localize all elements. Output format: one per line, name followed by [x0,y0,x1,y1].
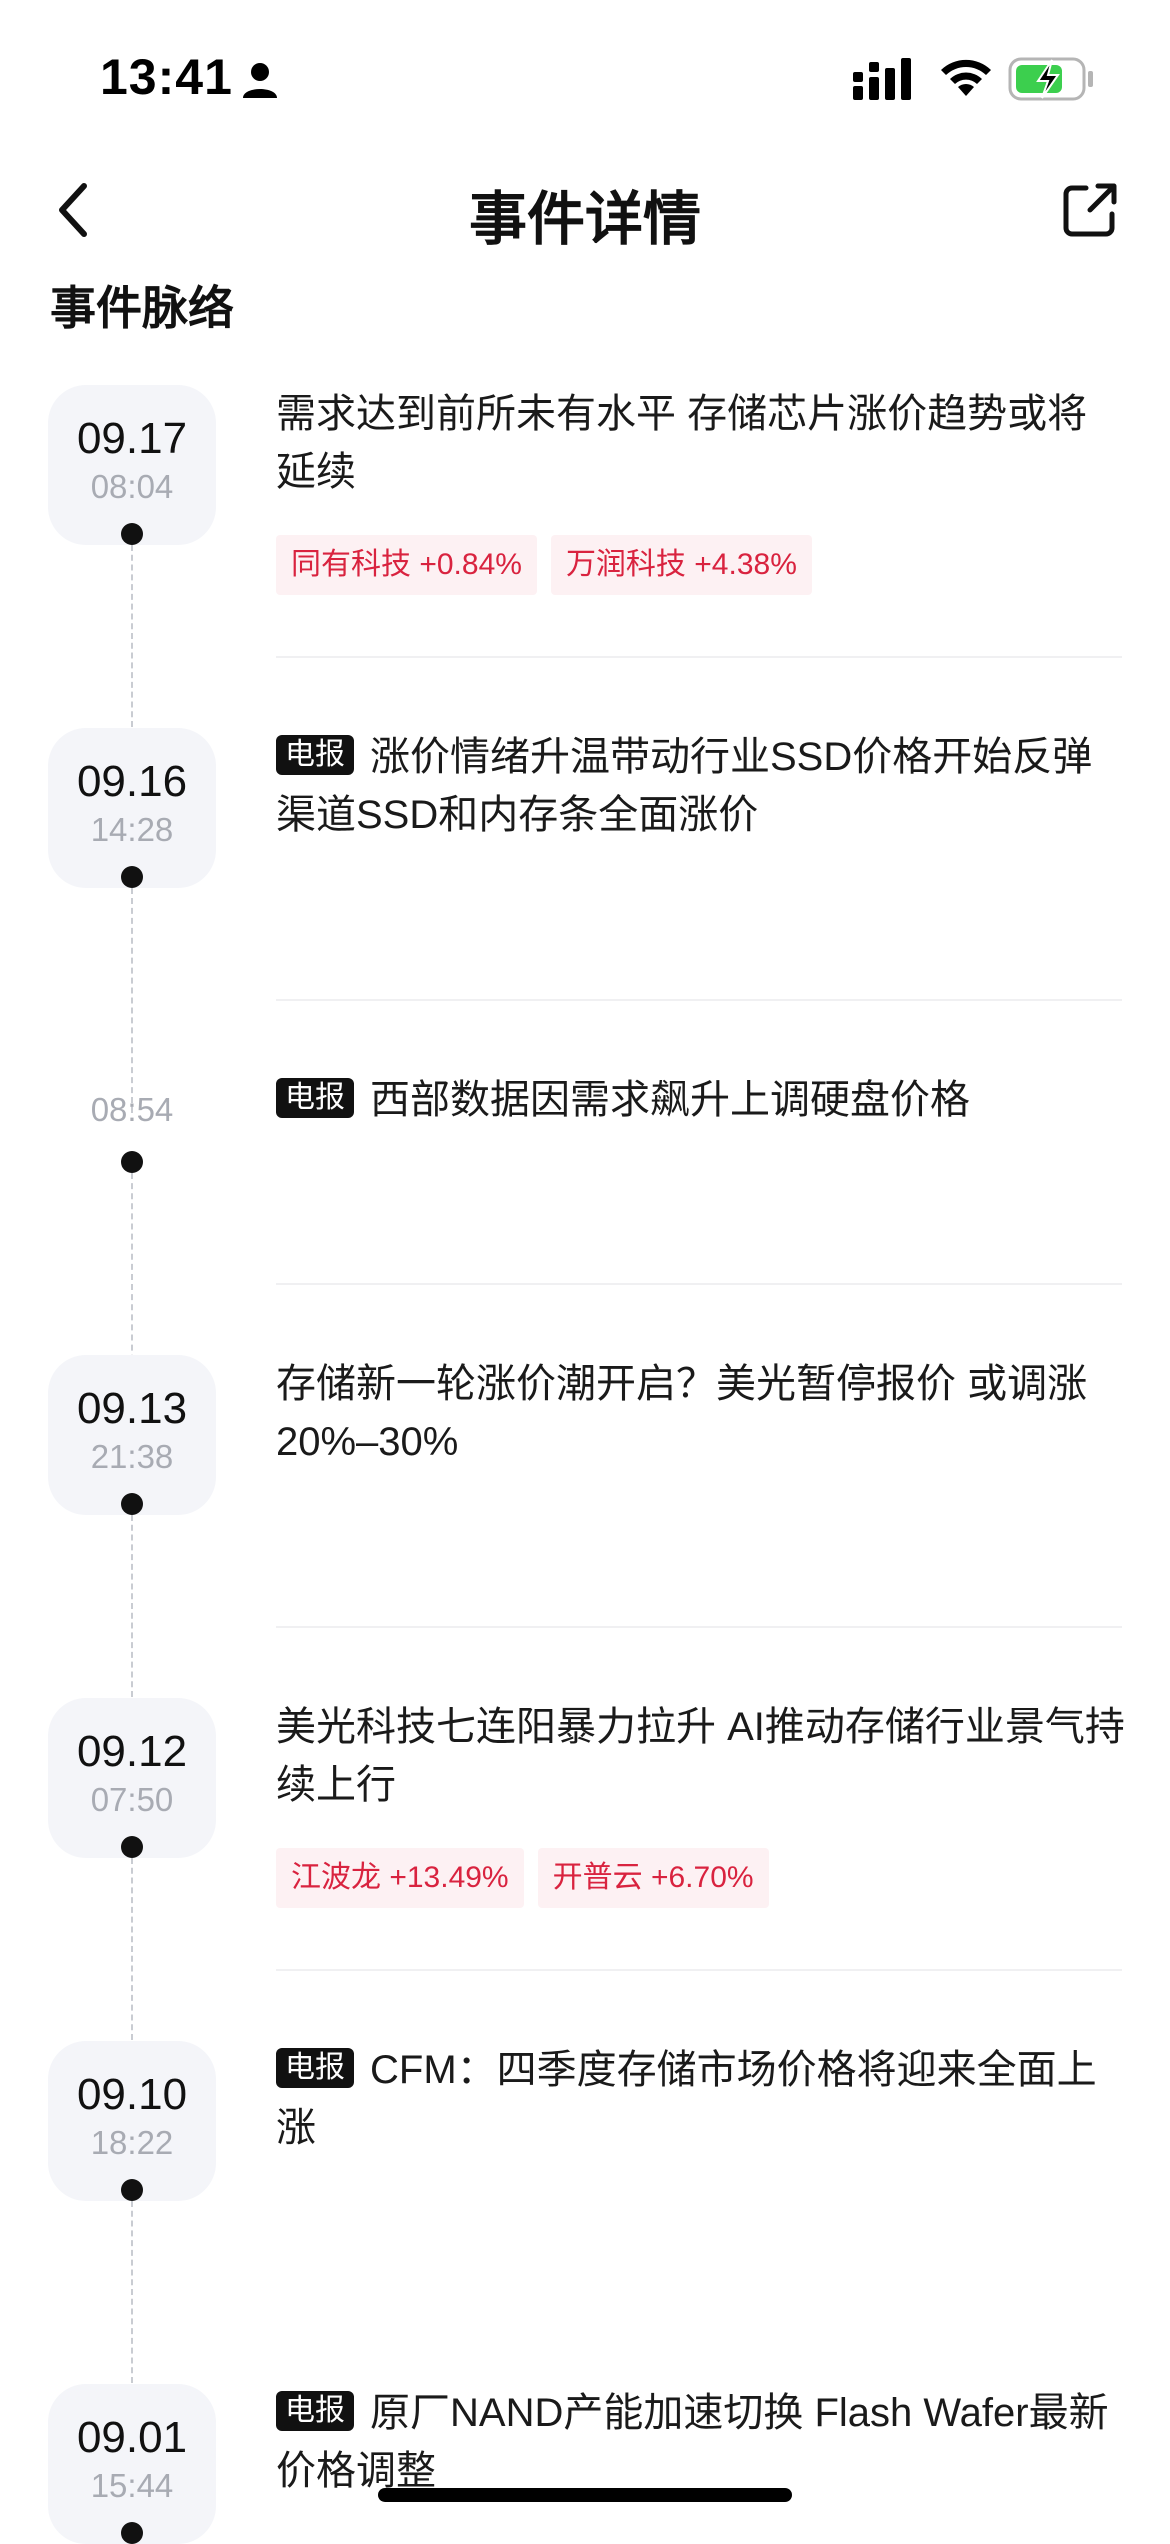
event-date: 09.16 [76,757,188,806]
timeline-dot [121,2179,143,2201]
event-title[interactable]: 电报原厂NAND产能加速切换 Flash Wafer最新价格调整 [276,2384,1126,2500]
event-time: 18:22 [90,2124,174,2161]
event-title-text: 美光科技七连阳暴力拉升 AI推动存储行业景气持续上行 [276,1705,1125,1807]
signal-icon [853,58,911,100]
event-title[interactable]: 存储新一轮涨价潮开启？美光暂停报价 或调涨20%–30% [276,1355,1126,1471]
telegram-badge: 电报 [276,1078,354,1118]
divider [276,1283,1122,1285]
home-indicator[interactable] [378,2488,792,2502]
event-title-text: CFM：四季度存储市场价格将迎来全面上涨 [276,2048,1097,2150]
event-time: 15:44 [90,2467,174,2504]
event-title[interactable]: 电报涨价情绪升温带动行业SSD价格开始反弹 渠道SSD和内存条全面涨价 [276,728,1126,844]
event-time: 07:50 [90,1781,174,1818]
event-date-box: 09.13 21:38 [48,1355,216,1515]
page-title: 事件详情 [468,187,701,252]
event-date: 09.12 [76,1727,188,1776]
event-date-box: 09.17 08:04 [48,385,216,545]
event-time: 08:54 [90,1091,174,1128]
timeline-dot [121,1836,143,1858]
event-date-box: 09.12 07:50 [48,1698,216,1858]
stock-tags: 同有科技 +0.84% 万润科技 +4.38% [276,535,812,595]
event-time: 21:38 [90,1438,174,1475]
status-bar: 13:41 [0,0,1170,150]
person-icon [243,63,277,98]
stock-name: 江波龙 [291,1861,381,1894]
event-title-text: 原厂NAND产能加速切换 Flash Wafer最新价格调整 [276,2391,1109,2493]
status-time: 13:41 [100,49,233,105]
divider [276,1969,1122,1971]
stock-name: 开普云 [552,1861,643,1894]
event-time: 08:04 [90,468,174,505]
stock-change: +0.84% [419,548,522,581]
event-date-box: 09.16 14:28 [48,728,216,888]
timeline-dot [121,523,143,545]
event-date: 09.10 [76,2070,188,2119]
event-date: 09.13 [76,1384,188,1433]
stock-tags: 江波龙 +13.49% 开普云 +6.70% [276,1848,769,1908]
event-title[interactable]: 需求达到前所未有水平 存储芯片涨价趋势或将延续 [276,385,1126,501]
timeline-dot [121,1151,143,1173]
event-title[interactable]: 电报西部数据因需求飙升上调硬盘价格 [276,1071,1126,1129]
event-date-box: 09.10 18:22 [48,2041,216,2201]
event-title-text: 存储新一轮涨价潮开启？美光暂停报价 或调涨20%–30% [276,1362,1088,1464]
timeline-dot [121,866,143,888]
timeline-line [131,1173,133,1391]
event-time: 14:28 [90,811,174,848]
event-title-text: 西部数据因需求飙升上调硬盘价格 [370,1078,970,1122]
timeline-dot [121,1493,143,1515]
wifi-icon [941,59,991,96]
divider [276,1626,1122,1628]
timeline-line [131,2201,133,2383]
telegram-badge: 电报 [276,2391,354,2431]
event-date-box: 09.01 15:44 [48,2384,216,2544]
back-button[interactable] [40,170,110,250]
stock-name: 万润科技 [565,548,686,581]
event-date: 09.01 [76,2413,188,2462]
stock-name: 同有科技 [291,548,411,581]
battery-charging-icon [1008,57,1093,101]
timeline-line [131,888,133,1113]
share-button[interactable] [1060,180,1120,240]
timeline-line [131,545,133,727]
stock-tag[interactable]: 江波龙 +13.49% [276,1848,524,1908]
divider [276,999,1122,1001]
section-title: 事件脉络 [50,282,234,334]
divider [276,656,1122,658]
event-title-text: 涨价情绪升温带动行业SSD价格开始反弹 渠道SSD和内存条全面涨价 [276,735,1093,837]
nav-bar: 事件详情 [0,150,1170,270]
timeline-dot [121,2522,143,2544]
stock-tag[interactable]: 同有科技 +0.84% [276,535,537,595]
telegram-badge: 电报 [276,735,354,775]
timeline-line [131,1515,133,1697]
stock-change: +13.49% [389,1861,509,1894]
stock-change: +6.70% [650,1861,754,1894]
event-title[interactable]: 美光科技七连阳暴力拉升 AI推动存储行业景气持续上行 [276,1698,1126,1814]
timeline-line [131,1858,133,2040]
event-date: 09.17 [76,414,188,463]
telegram-badge: 电报 [276,2048,354,2088]
event-title-text: 需求达到前所未有水平 存储芯片涨价趋势或将延续 [276,392,1088,494]
stock-tag[interactable]: 万润科技 +4.38% [550,535,812,595]
stock-tag[interactable]: 开普云 +6.70% [537,1848,769,1908]
stock-change: +4.38% [694,548,797,581]
